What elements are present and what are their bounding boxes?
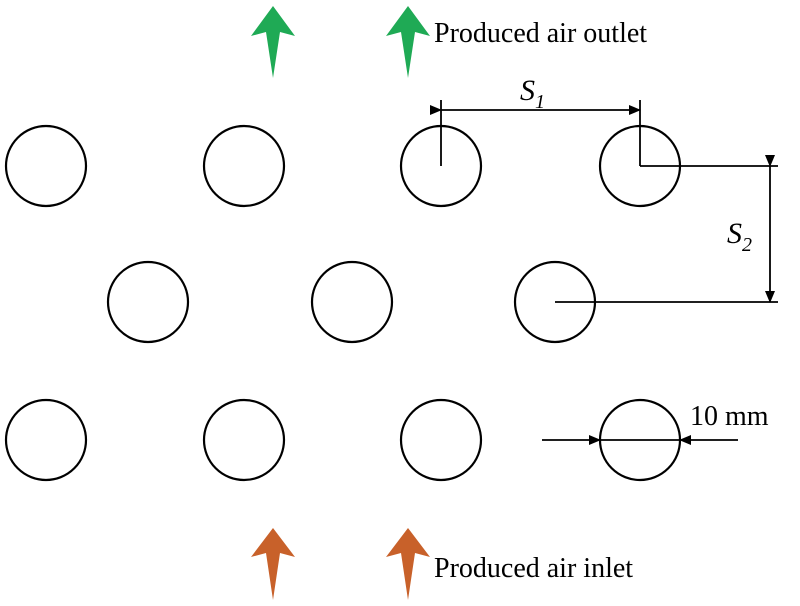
outlet-label: Produced air outlet [434, 18, 647, 49]
s1-label: S1 [520, 74, 545, 113]
inlet-arrow-right [386, 528, 430, 600]
inlet-label: Produced air inlet [434, 553, 633, 584]
s1-dimension [430, 100, 641, 166]
tube-circle [202, 398, 286, 482]
tube-circle [106, 260, 190, 344]
tube-circle [399, 398, 483, 482]
diameter-label: 10 mm [690, 401, 769, 432]
outlet-arrow-right [386, 6, 430, 78]
inlet-arrow-left [251, 528, 295, 600]
tube-circle [202, 124, 286, 208]
s2-label: S2 [727, 217, 752, 256]
outlet-arrows [251, 6, 430, 78]
tube-circle [310, 260, 394, 344]
s2-dimension [555, 155, 778, 303]
inlet-arrows [251, 528, 430, 600]
tube-circle [4, 398, 88, 482]
tube-bank [4, 124, 682, 482]
outlet-arrow-left [251, 6, 295, 78]
tube-circle [4, 124, 88, 208]
